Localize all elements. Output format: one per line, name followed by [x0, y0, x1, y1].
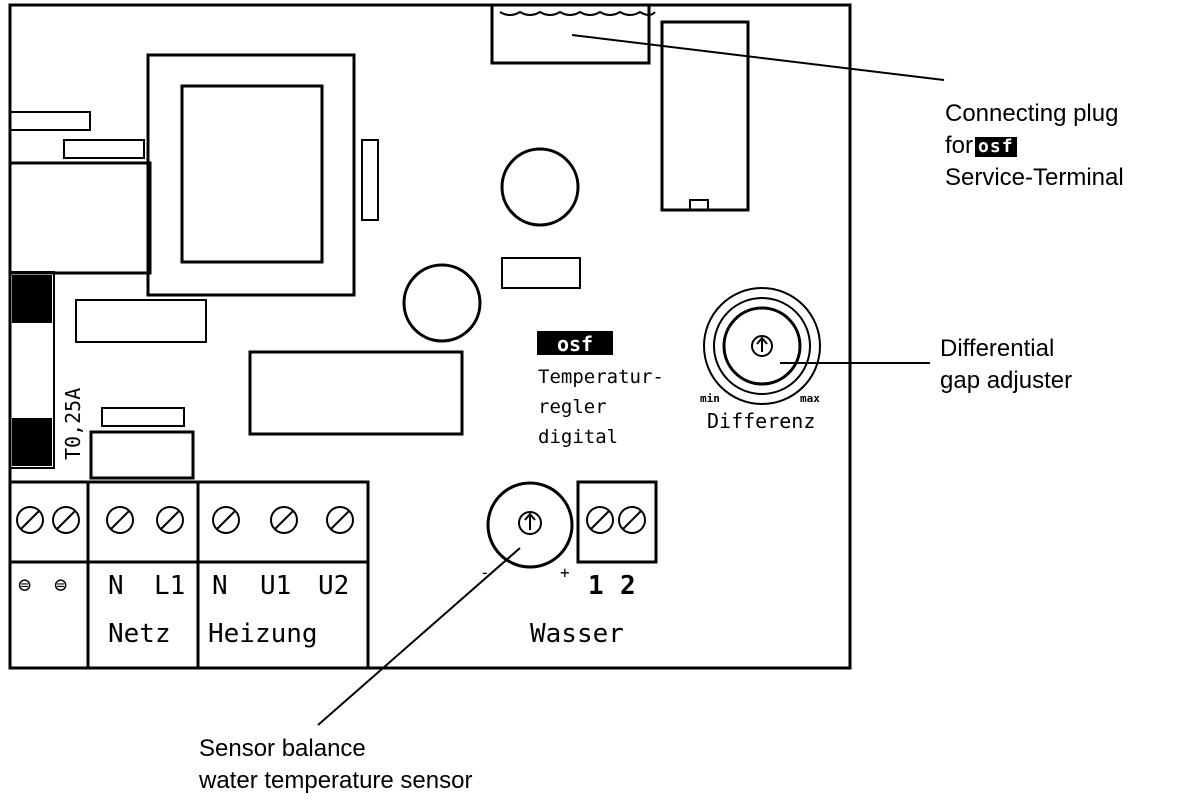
terminal-label-n1: N: [108, 571, 124, 601]
callout-differential: Differential gap adjuster: [940, 333, 1072, 397]
terminal-block-left: [8, 480, 370, 670]
group-netz: Netz: [108, 619, 171, 649]
callout-differential-line1: Differential: [940, 335, 1055, 362]
dial-max: max: [800, 392, 820, 405]
leader-connecting-plug: [571, 34, 945, 81]
ground-symbol-2: ⊜: [54, 573, 67, 598]
callout-differential-line2: gap adjuster: [940, 367, 1073, 394]
callout-sensor: Sensor balance water temperature sensor: [199, 733, 472, 797]
pot-plus: +: [560, 563, 570, 582]
callout-connecting-plug-prefix: for: [945, 132, 974, 159]
terminal-label-l1: L1: [154, 571, 185, 601]
transformer: [146, 53, 356, 297]
terminal-label-1: 1: [588, 571, 604, 601]
callout-connecting-plug-line3: Service-Terminal: [945, 164, 1124, 191]
sensor-balance-pot[interactable]: [486, 481, 574, 569]
dial-label: Differenz: [707, 409, 815, 433]
group-heizung: Heizung: [208, 619, 318, 649]
terminal-label-2: 2: [620, 571, 636, 601]
product-text-3: digital: [538, 426, 618, 448]
dial-min: min: [700, 392, 720, 405]
pot-minus: -: [480, 563, 490, 582]
ground-symbol-1: ⊜: [18, 573, 31, 598]
capacitor-1: [500, 147, 580, 227]
differential-dial-outer: [703, 287, 821, 405]
top-connector: [490, 3, 651, 65]
osf-logo: osf: [975, 136, 1017, 157]
relay: [248, 350, 464, 436]
callout-sensor-line1: Sensor balance: [199, 735, 366, 762]
callout-sensor-line2: water temperature sensor: [199, 767, 473, 794]
product-text-1: Temperatur-: [538, 366, 664, 388]
terminal-block-water: [576, 480, 658, 564]
board-logo: osf: [557, 332, 593, 356]
terminal-label-n2: N: [212, 571, 228, 601]
fuse-label: T0,25A: [61, 388, 85, 460]
group-wasser: Wasser: [530, 619, 624, 649]
terminal-label-u1: U1: [260, 571, 291, 601]
differential-dial-knob[interactable]: [722, 306, 802, 386]
callout-connecting-plug-line1: Connecting plug: [945, 100, 1119, 127]
capacitor-2: [402, 263, 482, 343]
leader-sensor: [317, 547, 521, 726]
fuse: [9, 271, 55, 469]
terminal-label-u2: U2: [318, 571, 349, 601]
product-text-2: regler: [538, 396, 607, 418]
